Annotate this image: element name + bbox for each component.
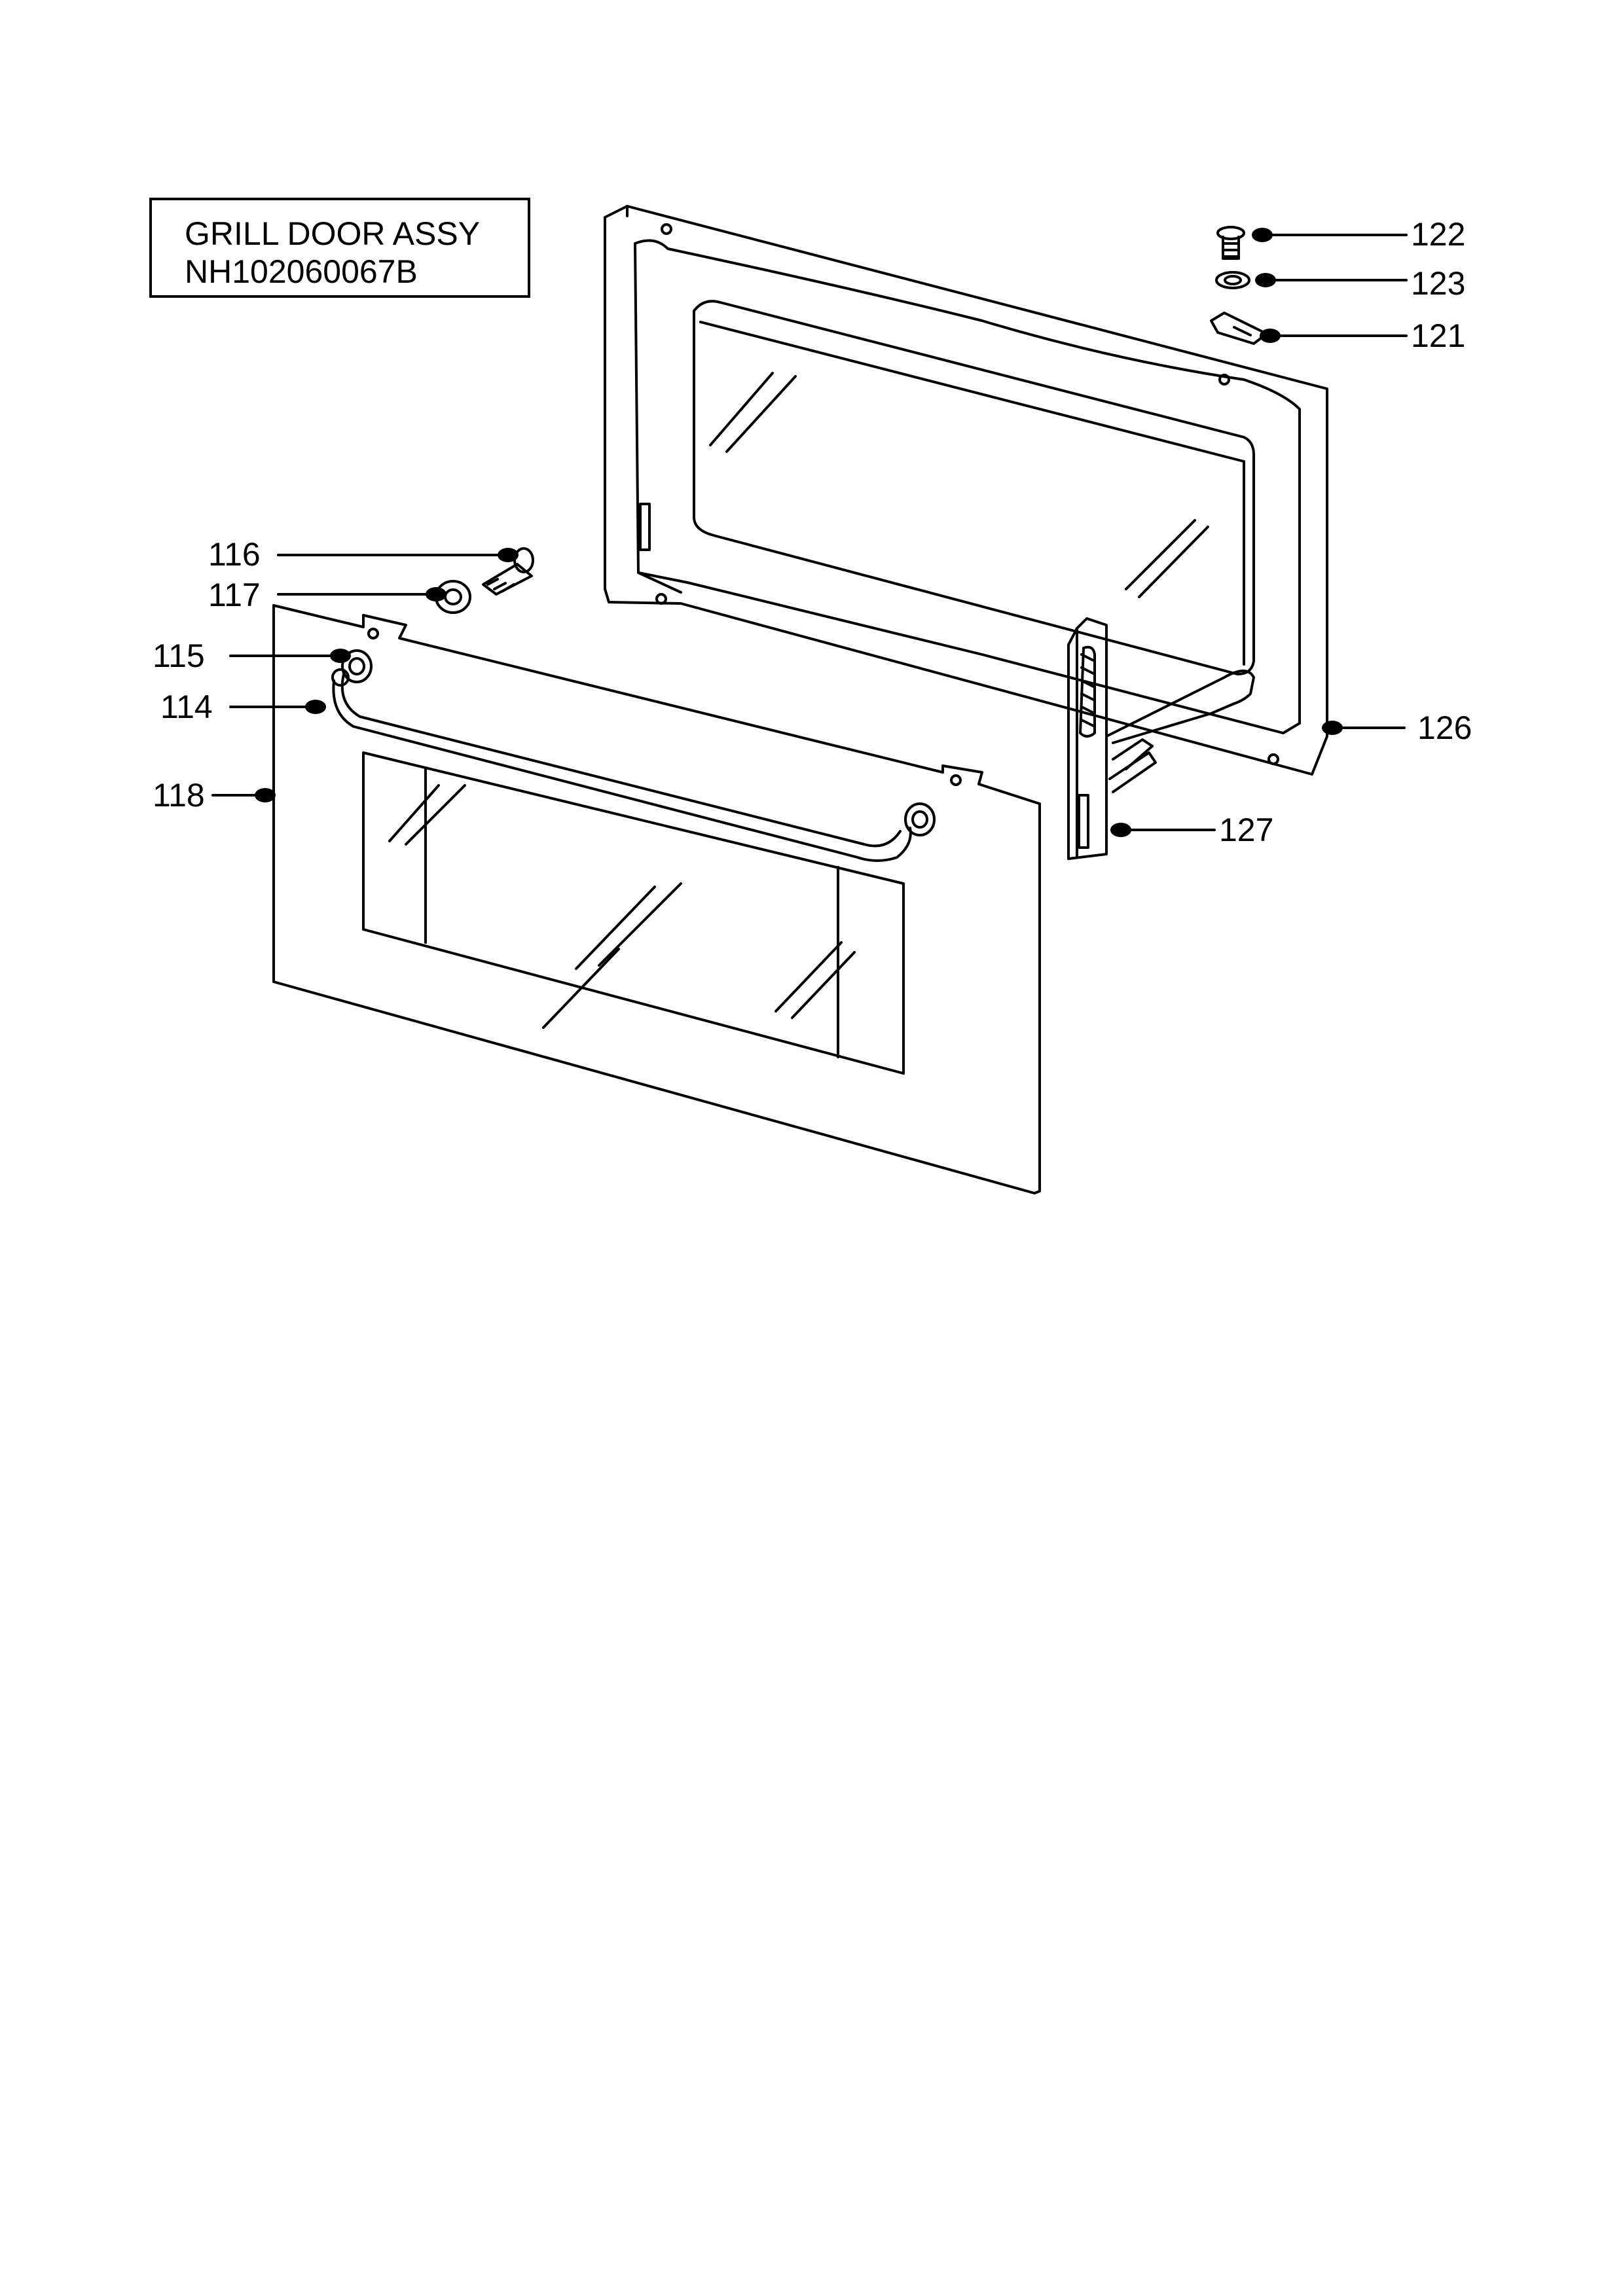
callout-label-126: 126 [1417, 709, 1472, 746]
hinge-assembly [1067, 617, 1255, 860]
screw-122 [1216, 226, 1245, 260]
callout-label-118: 118 [153, 777, 205, 814]
callout-dot-123 [1255, 273, 1276, 287]
callout-dot-116 [498, 548, 519, 562]
callout-label-122: 122 [1411, 216, 1466, 253]
callout-label-115: 115 [153, 637, 205, 674]
callout-dot-115 [330, 649, 351, 663]
callout-label-123: 123 [1411, 265, 1466, 302]
callout-dot-118 [255, 788, 276, 802]
leader-lines [211, 234, 1408, 831]
callout-dot-114 [305, 700, 326, 714]
callout-dot-121 [1260, 329, 1281, 343]
assembly-part-number: NH102060067B [185, 253, 418, 290]
assembly-title: GRILL DOOR ASSY [185, 215, 481, 252]
callout-label-121: 121 [1411, 317, 1466, 354]
clip-121 [1210, 312, 1268, 345]
assembly-title-box: GRILL DOOR ASSY NH102060067B [149, 198, 530, 298]
callout-label-127: 127 [1219, 812, 1274, 848]
handle-bush-left [341, 649, 373, 683]
callout-label-117: 117 [208, 577, 261, 613]
door-handle [331, 668, 912, 862]
inner-door-frame [604, 205, 1328, 776]
callout-label-114: 114 [160, 689, 213, 725]
callout-dot-122 [1252, 228, 1273, 242]
callout-label-116: 116 [208, 536, 261, 573]
outer-door-panel [272, 604, 1041, 1194]
callout-dot-126 [1322, 721, 1343, 735]
handle-bush-right [904, 802, 936, 836]
callout-dot-117 [426, 587, 447, 601]
callout-dot-127 [1110, 823, 1131, 837]
washer-123 [1215, 271, 1250, 289]
